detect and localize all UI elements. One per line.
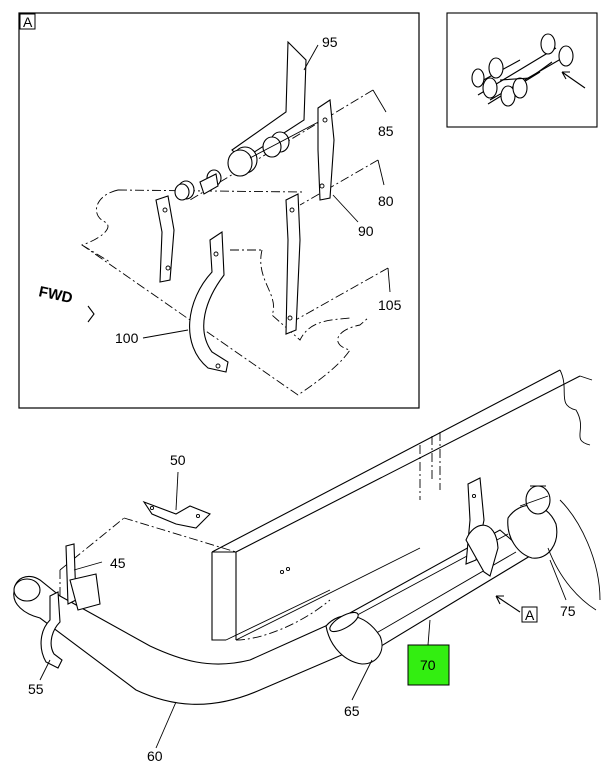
- callout-60: 60: [147, 748, 163, 761]
- callout-105: 105: [378, 297, 402, 313]
- callout-80: 80: [378, 193, 394, 209]
- clamp-55: [40, 591, 63, 669]
- view-ref-arrow-icon: [495, 595, 521, 613]
- callout-85: 85: [378, 123, 394, 139]
- bracket-90: [317, 99, 335, 201]
- callout-100: 100: [115, 330, 139, 346]
- locator-frame: [446, 12, 598, 128]
- detail-tag-label: A: [23, 14, 33, 30]
- callout-45: 45: [110, 555, 126, 571]
- exhaust-pipe-60: [13, 575, 360, 705]
- detail-tag-box: [19, 13, 36, 30]
- main-view: A 50 45 55 60 65 70 75: [13, 369, 601, 761]
- detail-center-line-105: [291, 267, 389, 323]
- callout-90: 90: [358, 223, 374, 239]
- view-ref-tag-label: A: [525, 607, 535, 623]
- isolator-stack: [174, 117, 327, 201]
- callout-70: 70: [420, 657, 436, 673]
- callout-50: 50: [170, 452, 186, 468]
- bracket-50: [142, 500, 211, 529]
- fwd-arrow-icon: [87, 305, 95, 323]
- view-ref-tag-box: [521, 606, 538, 623]
- callout-55: 55: [28, 681, 44, 697]
- frame-rail: [211, 369, 581, 641]
- detail-view-a: A: [18, 12, 420, 409]
- locator-arrow-icon: [561, 71, 586, 89]
- detail-center-line-80: [299, 159, 379, 206]
- locator-thumbnail: [446, 12, 598, 128]
- callout-95: 95: [322, 34, 338, 50]
- clamp-100: [189, 231, 229, 373]
- detail-frame: [18, 12, 420, 409]
- hanger-bracket-right: [285, 193, 301, 335]
- callout-75: 75: [560, 603, 576, 619]
- hanger-bracket-left: [155, 195, 175, 283]
- highlight-box-70: [407, 644, 450, 686]
- fwd-label: FWD: [37, 283, 74, 307]
- callout-65: 65: [344, 703, 360, 719]
